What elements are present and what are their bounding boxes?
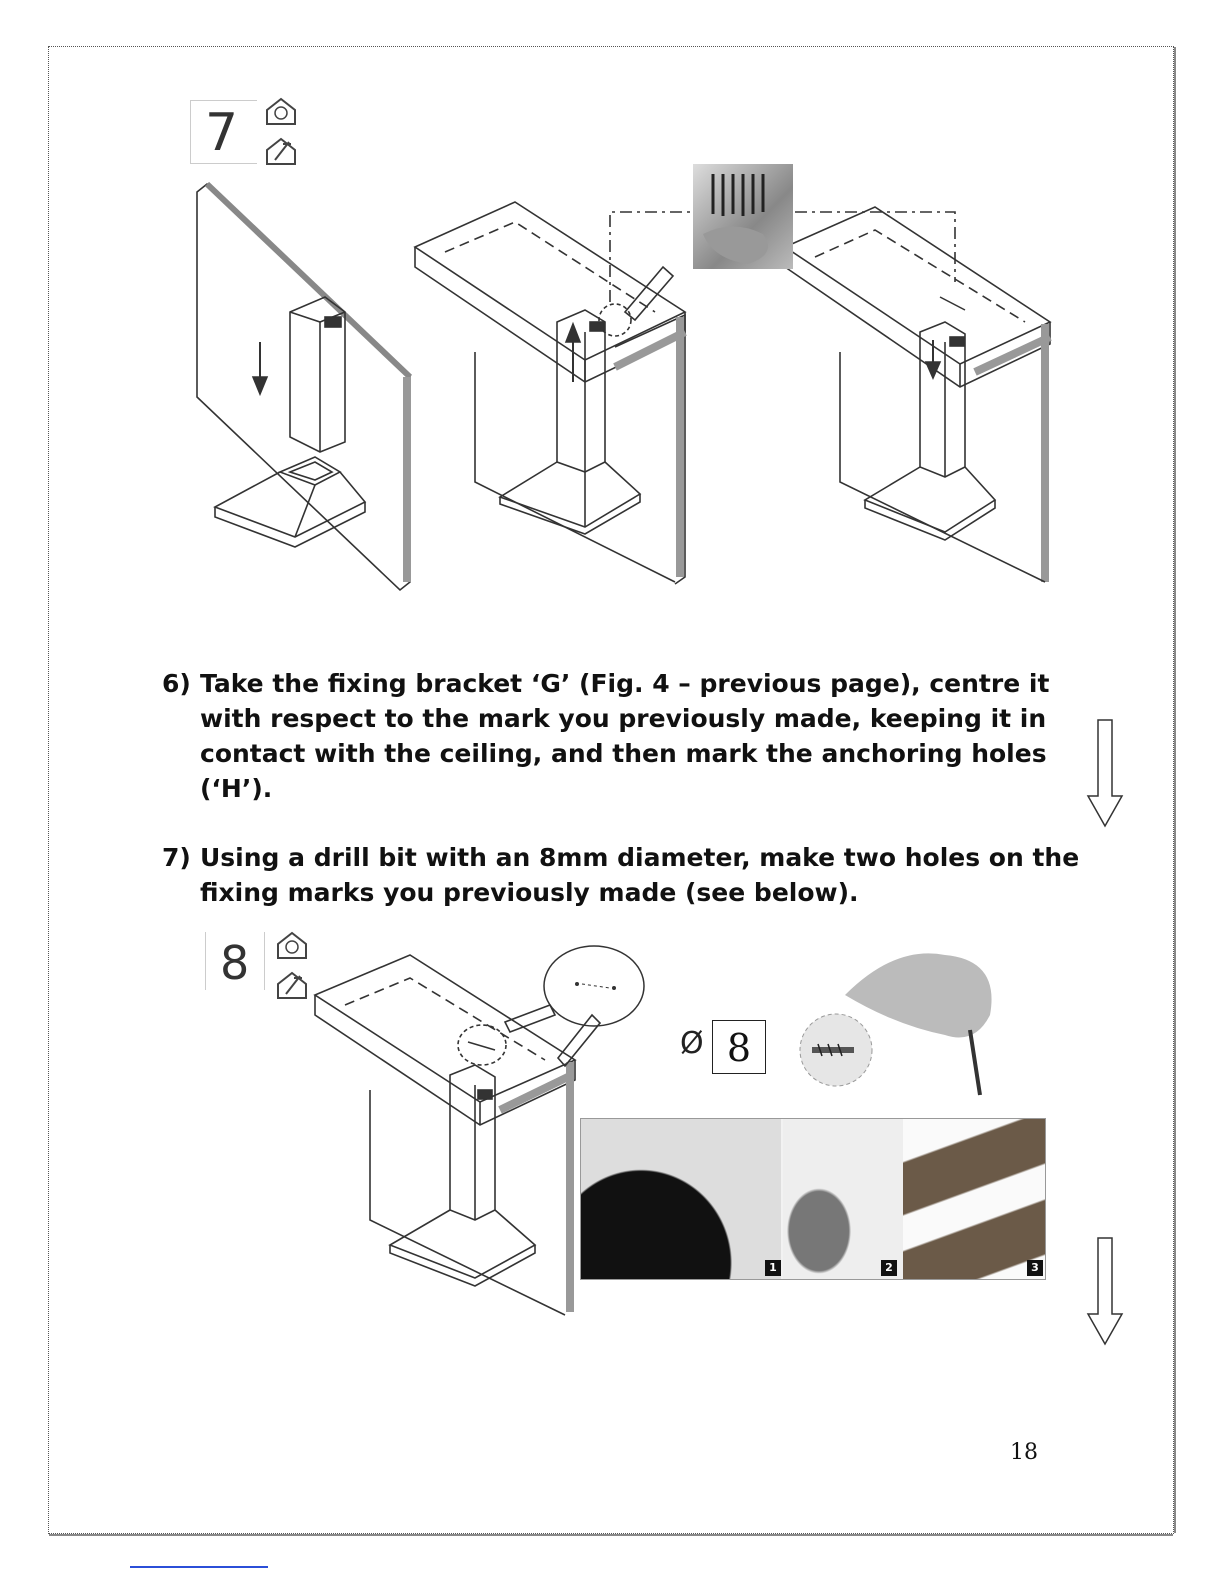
hood-drilling-drawing-8: [313, 954, 602, 1316]
figure-7: 7: [185, 92, 1055, 592]
instruction-number: 7): [162, 843, 191, 872]
drilling-steps-photo: 1 2 3: [580, 1118, 1046, 1280]
step-number: 8: [220, 936, 250, 990]
hood-installation-drawing-7: [196, 181, 1052, 592]
down-arrow-icon: [1086, 1237, 1124, 1346]
house-wall-icon: [266, 137, 296, 165]
instruction-text: Take the fixing bracket ‘G’ (Fig. 4 – pr…: [200, 669, 1050, 803]
dowel-detail: [799, 1013, 873, 1087]
bracket-photo: [903, 1119, 1045, 1279]
step-number-box: 7: [190, 100, 257, 164]
photo-step-tag: 1: [765, 1260, 781, 1276]
page-number: 18: [1010, 1440, 1038, 1465]
photo-step-tag: 2: [881, 1260, 897, 1276]
instruction-item: 6) Take the fixing bracket ‘G’ (Fig. 4 –…: [162, 666, 1082, 806]
photo-step-tag: 3: [1027, 1260, 1043, 1276]
dowel-insert-photo: [783, 1119, 903, 1279]
hand-marking-photo: [693, 164, 793, 269]
drill-photo: [581, 1119, 781, 1279]
footer-link-underline: [130, 1566, 268, 1568]
screwdriver-hand: [845, 953, 992, 1096]
house-wall-icon: [277, 971, 307, 999]
page-border: [48, 46, 1176, 1536]
detail-circle: [543, 945, 645, 1027]
step-number: 7: [205, 103, 239, 163]
down-arrow-icon: [1086, 719, 1124, 828]
instruction-number: 6): [162, 669, 191, 698]
step-number-box: 8: [205, 932, 265, 990]
instruction-item: 7) Using a drill bit with an 8mm diamete…: [162, 840, 1082, 910]
figure-8: 8: [200, 930, 1060, 1320]
instruction-text: Using a drill bit with an 8mm diameter, …: [200, 843, 1080, 907]
house-ceiling-icon: [266, 97, 296, 125]
diameter-value-box: 8: [712, 1020, 766, 1074]
house-ceiling-icon: [277, 931, 307, 959]
instructions-list: 6) Take the fixing bracket ‘G’ (Fig. 4 –…: [162, 666, 1082, 910]
diameter-symbol: Ø: [680, 1026, 704, 1061]
